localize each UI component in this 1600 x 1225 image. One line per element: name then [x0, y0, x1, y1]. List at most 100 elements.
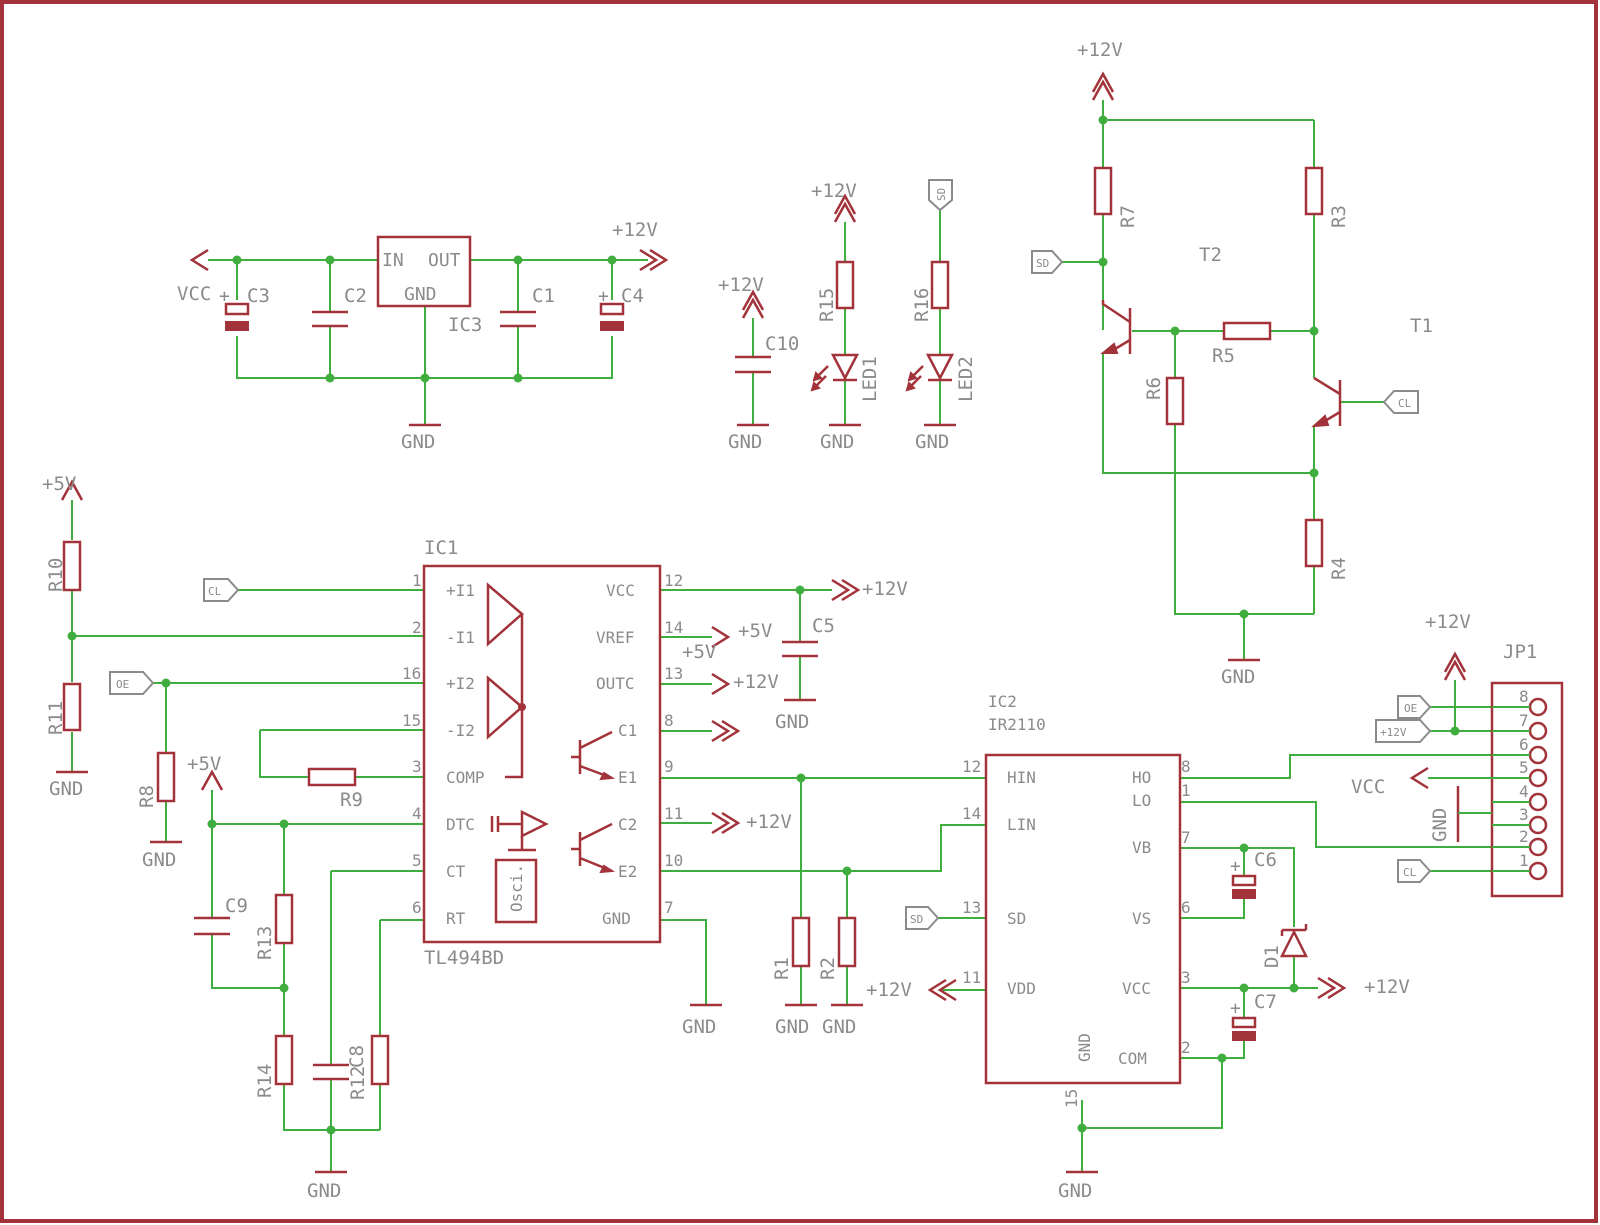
resistor-r14: R14 — [254, 1034, 294, 1098]
transistor-t1-label: T1 — [1410, 315, 1433, 337]
resistors-r4-text: R4 — [1328, 557, 1350, 580]
ic2-pins_left-1-num-text: 14 — [962, 804, 981, 823]
resistors-r11-text: R11 — [45, 701, 67, 735]
p12-arrow-led1 — [833, 193, 857, 223]
caps-c7-text: C7 — [1254, 991, 1277, 1013]
resistor-r3: R3 — [1304, 166, 1350, 228]
gnd-label-ic1: GND — [682, 1016, 716, 1038]
ic2-pins_right-1-label-text: LO — [1132, 791, 1151, 810]
ic1-name: IC1 — [424, 537, 458, 559]
cap-c3: + C3 — [219, 285, 270, 331]
ic1-pins_left-7-num-text: 6 — [412, 898, 422, 917]
port-cl-jp1: CL — [1397, 859, 1432, 883]
ic1-pins_left-7-label-text: RT — [446, 909, 466, 928]
p12-label-vdd: +12V — [866, 979, 912, 1001]
cap-c10: C10 — [735, 333, 799, 374]
ic1-right-pins: 12 VCC 14 VREF 13 OUTC 8 C1 9 E1 11 C2 1… — [596, 571, 683, 928]
ic1-pins_left-4-label-text: COMP — [446, 768, 485, 787]
port-oe-jp1: OE — [1397, 695, 1432, 719]
connector-pins-4-text: 4 — [1519, 782, 1529, 801]
ic1-pins_left-0-num-text: 1 — [412, 571, 422, 590]
ic1-pins_left-0-label-text: +I1 — [446, 581, 475, 600]
ic1-pins_right-5-num-text: 11 — [664, 804, 683, 823]
ic2-pins_right-5-num-text: 2 — [1181, 1038, 1191, 1057]
gnd-label-regulator: GND — [401, 431, 435, 453]
resistor-r6: R6 — [1143, 376, 1185, 426]
jp1-pin-numbers: 8 7 6 5 4 3 2 1 — [1519, 687, 1529, 870]
p5-label-vref-extra: +5V — [682, 641, 716, 663]
ic2-pins_right-0-num-text: 8 — [1181, 757, 1191, 776]
ic2-pins_right-5-label-text: COM — [1118, 1049, 1147, 1068]
ports-cl-text: CL — [1403, 866, 1417, 879]
ic1-pins_right-7-label-text: GND — [602, 909, 631, 928]
ic1-pins_left-1-label-text: -I1 — [446, 628, 475, 647]
leds-led2-text: LED2 — [955, 356, 977, 402]
resistors-r10-text: R10 — [45, 558, 67, 592]
ic1-pins_right-4-label-text: E1 — [618, 768, 637, 787]
caps-plus-text: + — [1230, 998, 1241, 1019]
ic2-pins_right-4-label-text: VCC — [1122, 979, 1151, 998]
resistors-r3-text: R3 — [1328, 205, 1350, 228]
gnd-label-r8: GND — [142, 849, 176, 871]
regulator-gnd-label: GND — [404, 284, 437, 305]
port-cl-ic1: CL — [203, 578, 240, 602]
gnd-label-led1: GND — [820, 431, 854, 453]
resistor-r4: R4 — [1304, 518, 1350, 580]
led-led1: LED1 — [810, 353, 881, 402]
regulator-out-label: OUT — [428, 250, 461, 271]
resistor-r8: R8 — [136, 751, 176, 808]
caps-c2-text: C2 — [344, 285, 367, 307]
cap-c2: C2 — [312, 285, 367, 328]
resistor-r2: R2 — [817, 916, 857, 980]
ic1-pins_right-0-num-text: 12 — [664, 571, 683, 590]
resistors-r16-text: R16 — [911, 288, 933, 322]
ic1-pins_right-6-num-text: 10 — [664, 851, 683, 870]
ic2-gnd-label: GND — [1075, 1033, 1094, 1062]
connector-pins-5-text: 3 — [1519, 805, 1529, 824]
p12-arrow-top — [1091, 71, 1115, 101]
vcc-label-jp1: VCC — [1351, 776, 1385, 798]
resistors-r9-text: R9 — [340, 789, 363, 811]
cap-c5: C5 — [782, 615, 835, 658]
p12-arrow-vdd — [927, 978, 957, 1002]
ic1-pins_left-6-num-text: 5 — [412, 851, 422, 870]
ic1-pins_left-4-num-text: 3 — [412, 757, 422, 776]
junctions — [67, 115, 1460, 1135]
ic2-left-pins: 12 HIN 14 LIN 13 SD 11 VDD — [962, 757, 1036, 998]
ports-cl-text: CL — [1398, 397, 1412, 410]
resistors-r1-text: R1 — [771, 957, 793, 980]
wires — [71, 100, 1524, 1172]
ic2-part: IR2110 — [988, 715, 1046, 734]
resistor-r13: R13 — [254, 893, 294, 960]
caps-c10-text: C10 — [765, 333, 799, 355]
caps-c1-text: C1 — [532, 285, 555, 307]
ic2-pins_right-4-num-text: 3 — [1181, 968, 1191, 987]
p12-arrow-c10 — [741, 289, 765, 319]
p12-label-c2: +12V — [746, 811, 792, 833]
ic1-tl494: Osci. — [422, 564, 662, 944]
gnd-label-led2: GND — [915, 431, 949, 453]
ic2-pins_left-3-num-text: 11 — [962, 968, 981, 987]
p12-label-ic2-vcc: +12V — [1364, 976, 1410, 998]
resistor-r16: R16 — [911, 260, 950, 322]
ic1-pins_left-5-label-text: DTC — [446, 815, 475, 834]
ic1-pins_left-5-num-text: 4 — [412, 804, 422, 823]
resistors-r13-text: R13 — [254, 926, 276, 960]
resistors-r7-text: R7 — [1117, 205, 1139, 228]
gnd-label-r1: GND — [775, 1016, 809, 1038]
led-led2: LED2 — [905, 353, 977, 402]
ic1-pins_right-0-label-text: VCC — [606, 581, 635, 600]
ic1-part: TL494BD — [424, 947, 504, 969]
gnd-label-transistor: GND — [1221, 666, 1255, 688]
resistor-r11: R11 — [45, 682, 82, 735]
gnd-label-r11: GND — [49, 778, 83, 800]
ic2-name: IC2 — [988, 692, 1017, 711]
p5-label-dtc: +5V — [187, 753, 221, 775]
p5-label-vref: +5V — [738, 620, 772, 642]
p12-arrow-ic2-vcc — [1317, 976, 1347, 1000]
p5-arrow-dtc — [200, 769, 224, 791]
connector-pins-3-text: 5 — [1519, 758, 1529, 777]
connector-pins-2-text: 6 — [1519, 735, 1529, 754]
cap-c7: + C7 — [1230, 991, 1277, 1041]
